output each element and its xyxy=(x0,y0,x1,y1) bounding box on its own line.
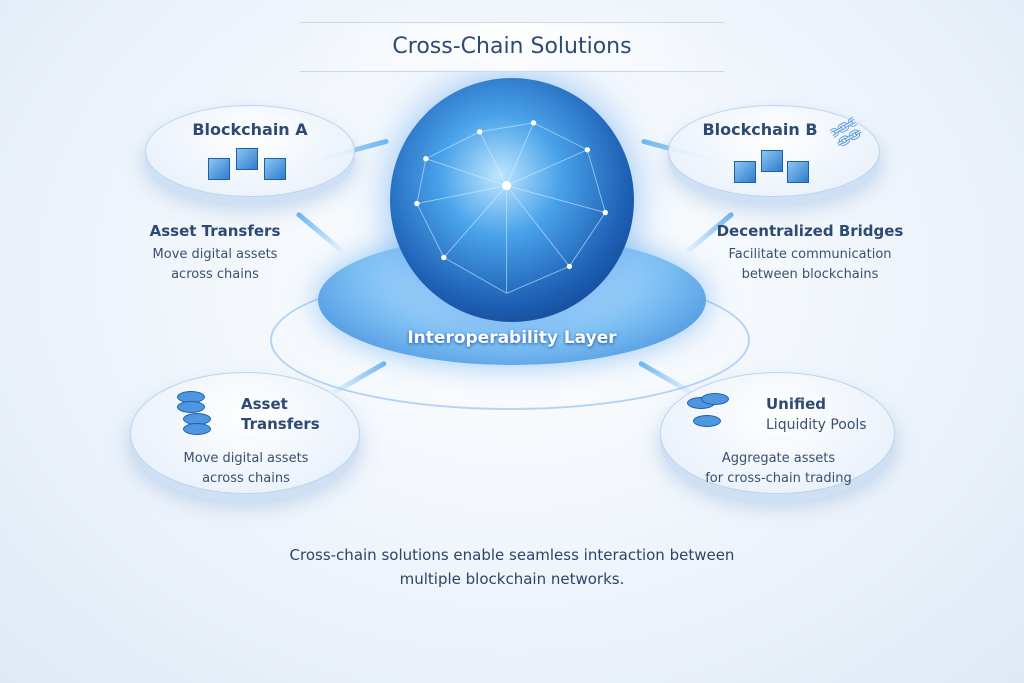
blockchain-b-title: Blockchain B xyxy=(702,120,818,139)
asset-desc-2: across chains xyxy=(202,471,290,486)
asset-title-2: Transfers xyxy=(241,415,320,433)
blockchain-b-node: Blockchain B ⛓ xyxy=(668,105,880,197)
caption-line-1: Cross-chain solutions enable seamless in… xyxy=(289,546,735,564)
network-globe-icon xyxy=(390,78,634,322)
asset-title-1: Asset xyxy=(241,395,288,413)
bridges-title: Decentralized Bridges xyxy=(716,222,904,240)
chain-link-icon: ⛓ xyxy=(824,111,867,155)
bridges-desc-1: Facilitate communication xyxy=(728,247,892,262)
asset-transfers-desc-1: Move digital assets xyxy=(152,247,278,262)
asset-desc-1: Move digital assets xyxy=(183,451,309,466)
asset-transfers-node: Asset Transfers Move digital assets acro… xyxy=(130,372,360,494)
liquidity-desc-2: for cross-chain trading xyxy=(705,471,852,486)
page-title: Cross-Chain Solutions xyxy=(300,22,724,72)
asset-transfers-title: Asset Transfers xyxy=(149,222,281,240)
database-icon xyxy=(171,391,211,435)
blockchain-a-title: Blockchain A xyxy=(192,120,308,139)
liquidity-desc-1: Aggregate assets xyxy=(721,451,836,466)
liquidity-title-2: Liquidity Pools xyxy=(766,417,867,433)
liquidity-pools-node: Unified Liquidity Pools Aggregate assets… xyxy=(660,372,895,494)
coins-icon xyxy=(683,391,733,435)
caption: Cross-chain solutions enable seamless in… xyxy=(200,543,824,591)
interoperability-layer-label: Interoperability Layer xyxy=(407,328,617,348)
caption-line-2: multiple blockchain networks. xyxy=(399,570,625,588)
bridges-desc-2: between blockchains xyxy=(741,267,879,282)
liquidity-title-1: Unified xyxy=(766,395,827,413)
asset-transfers-desc-2: across chains xyxy=(171,267,259,282)
blockchain-a-node: Blockchain A xyxy=(145,105,355,197)
